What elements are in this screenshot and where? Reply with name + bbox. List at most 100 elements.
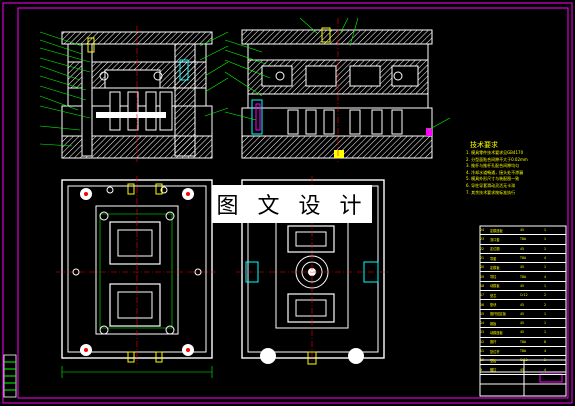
parts-list-qty: 2 (544, 293, 547, 298)
leaders-a (39, 31, 229, 147)
technical-requirements-title: 技术要求 (470, 141, 498, 149)
parts-list-row: 14 推板 45 1 (480, 319, 566, 329)
parts-list-row: 23 浇口套 T8A 1 (480, 235, 566, 245)
tech-note: 3. 推杆与推杆孔配合间隙均匀 (466, 163, 520, 169)
parts-list-row: 22 定位圈 45 1 (480, 245, 566, 254)
parts-list-qty: 1 (544, 265, 547, 270)
parts-list-row: 10 型腔 Cr12 2 (480, 356, 566, 366)
parts-list-row: 15 推杆固定板 45 1 (480, 310, 566, 319)
parts-list-qty: 1 (544, 283, 547, 288)
parts-list-no: 17 (480, 293, 485, 298)
parts-list-qty: 8 (544, 339, 547, 344)
parts-list-row: 19 导柱 T8A 4 (480, 272, 566, 282)
parts-list-mat: Cr12 (520, 293, 528, 298)
parts-list-no: 23 (480, 237, 485, 242)
parts-list-row: 16 垫块 45 2 (480, 300, 566, 310)
parts-list-qty: 1 (544, 321, 547, 326)
parts-list-name: 动模座板 (490, 330, 503, 335)
parts-list-name: 复位杆 (490, 349, 500, 354)
parts-list-no: 15 (480, 311, 485, 316)
parts-list-qty: 2 (544, 302, 547, 307)
parts-list-name: 螺钉 (490, 368, 497, 373)
parts-list-qty: 1 (544, 228, 547, 233)
parts-list-no: 9 (480, 367, 483, 372)
parts-list-row: 18 动模板 45 1 (480, 282, 566, 292)
parts-list-qty: 1 (544, 330, 547, 335)
tech-note: 1. 模具零件技术要求见GB4170 (466, 150, 524, 155)
parts-list-no: 16 (480, 302, 485, 307)
parts-list-no: 22 (480, 246, 485, 251)
parts-list-row: 24 定模座板 45 1 (480, 226, 566, 236)
parts-list-mat: 45 (520, 302, 525, 307)
parts-list-row: 13 动模座板 45 1 (480, 328, 566, 338)
parts-list-no: 12 (480, 339, 485, 344)
parts-list-name: 型芯 (490, 293, 497, 298)
parts-list-name: 定模座板 (490, 228, 503, 233)
title-block (479, 225, 567, 397)
parts-list-mat: Cr12 (520, 358, 528, 363)
parts-list-mat: 45 (520, 321, 525, 326)
parts-list-mat: T8A (520, 237, 527, 242)
parts-list-row: 11 复位杆 T8A 4 (480, 347, 566, 357)
parts-list-mat: T8A (520, 274, 527, 279)
parts-list-no: 10 (480, 358, 485, 363)
parts-list-mat: 45 (520, 246, 525, 251)
parts-list-no: 20 (480, 265, 485, 270)
parts-list-name: 定模板 (490, 265, 500, 270)
parts-list-no: 24 (480, 228, 485, 233)
parts-list-row: 17 型芯 Cr12 2 (480, 291, 566, 301)
parts-list-row: 12 推杆 T8A 8 (480, 338, 566, 347)
parts-list-qty: 4 (544, 274, 547, 279)
parts-list-mat: 45 (520, 367, 525, 372)
parts-list-name: 推杆 (490, 340, 497, 345)
parts-list-name: 型腔 (490, 358, 497, 363)
parts-list-mat: 45 (520, 330, 525, 335)
tech-note: 6. 导柱导套滑动灵活无卡滞 (466, 182, 516, 188)
plan-view-c (56, 176, 218, 378)
parts-list-no: 18 (480, 283, 485, 288)
parts-list-name: 推杆固定板 (490, 312, 506, 317)
parts-list-name: 动模板 (490, 284, 500, 289)
parts-list-qty: 2 (544, 358, 547, 363)
parts-list-name: 垫块 (490, 303, 497, 308)
technical-requirements: 技术要求 1. 模具零件技术要求见GB4170 2. 分型面贴合间隙不大于0.0… (466, 140, 566, 196)
parts-list-qty: 1 (544, 237, 547, 242)
parts-list-row: 9 螺钉 45 4 (480, 365, 566, 375)
tech-note: 4. 冷却水道畅通，接头处不渗漏 (466, 169, 524, 175)
parts-list-mat: T8A (520, 339, 527, 344)
parts-list-row: 20 定模板 45 1 (480, 263, 566, 273)
parts-list-qty: 1 (544, 246, 547, 251)
watermark-label: 图 文 设 计 (212, 185, 372, 223)
inner-frame (17, 7, 569, 399)
tech-note: 7. 其余技术要求按标准执行 (466, 189, 516, 195)
parts-list-mat: 45 (520, 311, 525, 316)
parts-list-name: 导套 (490, 256, 497, 261)
parts-list-no: 19 (480, 274, 485, 279)
parts-list-name: 导柱 (490, 275, 497, 280)
parts-list-no: 14 (480, 321, 485, 326)
parts-list-mat: 45 (520, 265, 525, 270)
parts-list-mat: 45 (520, 228, 525, 233)
tech-note: 2. 分型面贴合间隙不大于0.02mm (466, 156, 528, 162)
parts-list-mat: 45 (520, 283, 525, 288)
parts-list-name: 推板 (490, 321, 497, 326)
tech-note: 5. 模具外形尺寸与装配图一致 (466, 176, 520, 182)
parts-list-no: 11 (480, 349, 485, 353)
side-title-strip (3, 354, 17, 398)
parts-list-qty: 4 (544, 367, 547, 372)
parts-list-name: 定位圈 (490, 247, 500, 252)
parts-list-name: 浇口套 (490, 237, 500, 242)
parts-list-mat: T8A (520, 349, 527, 353)
parts-list-qty: 1 (544, 311, 547, 316)
parts-list-qty: 4 (544, 256, 547, 261)
parts-list-qty: 4 (544, 349, 547, 353)
section-view-b (241, 18, 433, 162)
leaders-b (224, 17, 451, 131)
parts-list-no: 13 (480, 330, 485, 335)
section-view-a (61, 26, 213, 162)
parts-list-mat: T8A (520, 256, 527, 261)
